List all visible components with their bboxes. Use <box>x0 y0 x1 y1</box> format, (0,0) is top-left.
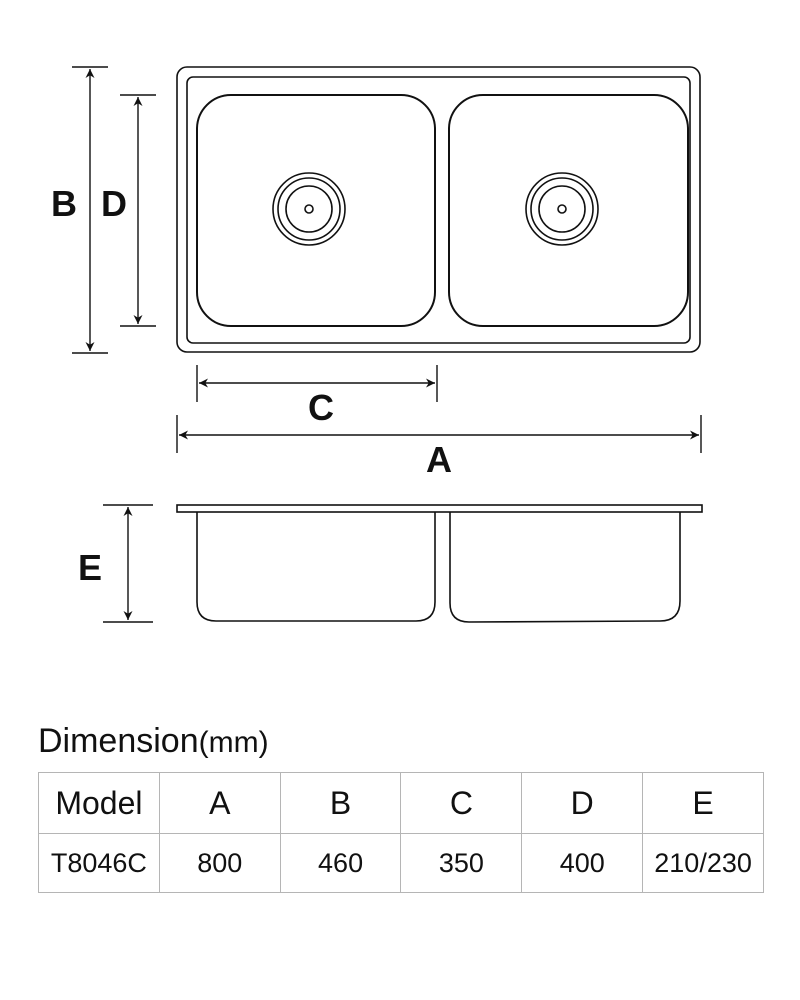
dimension-unit: (mm) <box>198 726 269 759</box>
right-drain-icon <box>525 172 599 246</box>
cell-d: 400 <box>521 833 644 893</box>
sink-top-view <box>176 66 701 353</box>
dimension-title-text: Dimension <box>38 722 199 760</box>
table-header-row: Model A B C D E <box>38 772 764 834</box>
sink-side-view <box>176 504 703 623</box>
dimension-table-title: Dimension(mm) <box>38 722 269 761</box>
header-c: C <box>400 772 523 834</box>
sink-technical-drawing: B D C A E <box>51 66 703 623</box>
dimension-d-label: D <box>101 183 127 224</box>
dimension-table: Model A B C D E T8046C 800 460 350 400 2… <box>38 772 764 893</box>
sink-inner-rim <box>186 76 691 344</box>
cell-a: 800 <box>158 833 281 893</box>
cell-model: T8046C <box>38 833 160 893</box>
dimension-c-label: C <box>308 387 334 428</box>
dimension-c <box>196 365 438 402</box>
side-view-left-bowl <box>196 512 436 622</box>
header-model: Model <box>38 772 160 834</box>
header-e: E <box>642 772 764 834</box>
cell-c: 350 <box>400 833 523 893</box>
header-d: D <box>521 772 644 834</box>
header-a: A <box>158 772 281 834</box>
left-drain-icon <box>272 172 346 246</box>
dimension-e-label: E <box>78 547 102 588</box>
side-view-right-bowl <box>449 512 681 623</box>
sink-outer-rim <box>176 66 701 353</box>
left-bowl <box>196 94 436 327</box>
side-view-rim <box>176 504 703 513</box>
dimension-e <box>103 504 153 623</box>
dimension-b-label: B <box>51 183 77 224</box>
dimension-d <box>120 94 156 327</box>
header-b: B <box>279 772 402 834</box>
right-bowl <box>448 94 689 327</box>
table-row: T8046C 800 460 350 400 210/230 <box>38 833 764 893</box>
dimension-a <box>176 415 702 453</box>
cell-b: 460 <box>279 833 402 893</box>
dimension-a-label: A <box>426 439 452 480</box>
dimension-b <box>72 66 108 354</box>
cell-e: 210/230 <box>642 833 764 893</box>
